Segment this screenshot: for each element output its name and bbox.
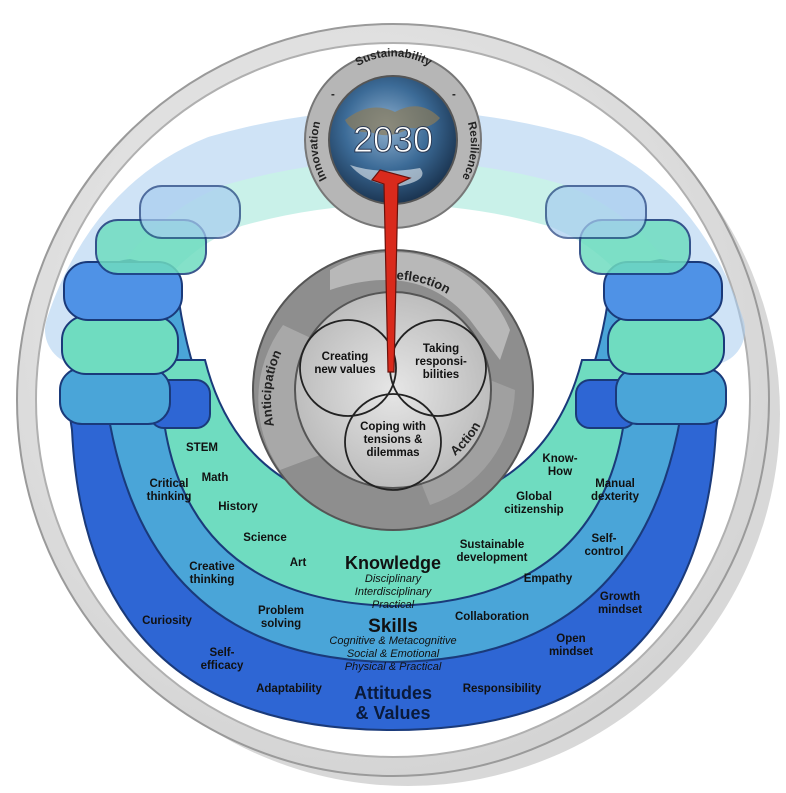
skills-title: Skills	[368, 616, 418, 637]
competency-1: Creatingnew values	[314, 351, 375, 376]
attitudes-item-3: Adaptability	[256, 683, 322, 695]
competency-3: Coping withtensions &dilemmas	[360, 421, 426, 459]
skills-subtitle: Cognitive & MetacognitiveSocial & Emotio…	[329, 635, 456, 673]
year-label: 2030	[353, 119, 433, 160]
attitudes-item-4: Growthmindset	[598, 591, 642, 616]
skills-item-7: Collaboration	[455, 611, 529, 623]
attitudes-title: Attitudes& Values	[354, 683, 432, 723]
knowledge-item-5: Art	[290, 557, 307, 569]
attitudes-item-6: Responsibility	[463, 683, 542, 695]
skills-item-1: Criticalthinking	[147, 478, 192, 503]
attitudes-item-1: Curiosity	[142, 615, 192, 627]
separator-left: -	[331, 89, 335, 101]
knowledge-item-3: History	[218, 501, 258, 513]
knowledge-item-8: Sustainabledevelopment	[457, 539, 528, 564]
knowledge-title: Knowledge	[345, 553, 441, 573]
skills-item-4: Manualdexterity	[591, 478, 640, 503]
skills-item-3: Problemsolving	[258, 605, 304, 630]
knowledge-item-2: Math	[202, 472, 229, 484]
skills-item-2: Creativethinking	[189, 561, 234, 586]
knowledge-item-4: Science	[243, 532, 286, 544]
separator-right: -	[452, 89, 456, 101]
knowledge-item-1: STEM	[186, 442, 218, 454]
skills-item-6: Empathy	[524, 573, 573, 585]
